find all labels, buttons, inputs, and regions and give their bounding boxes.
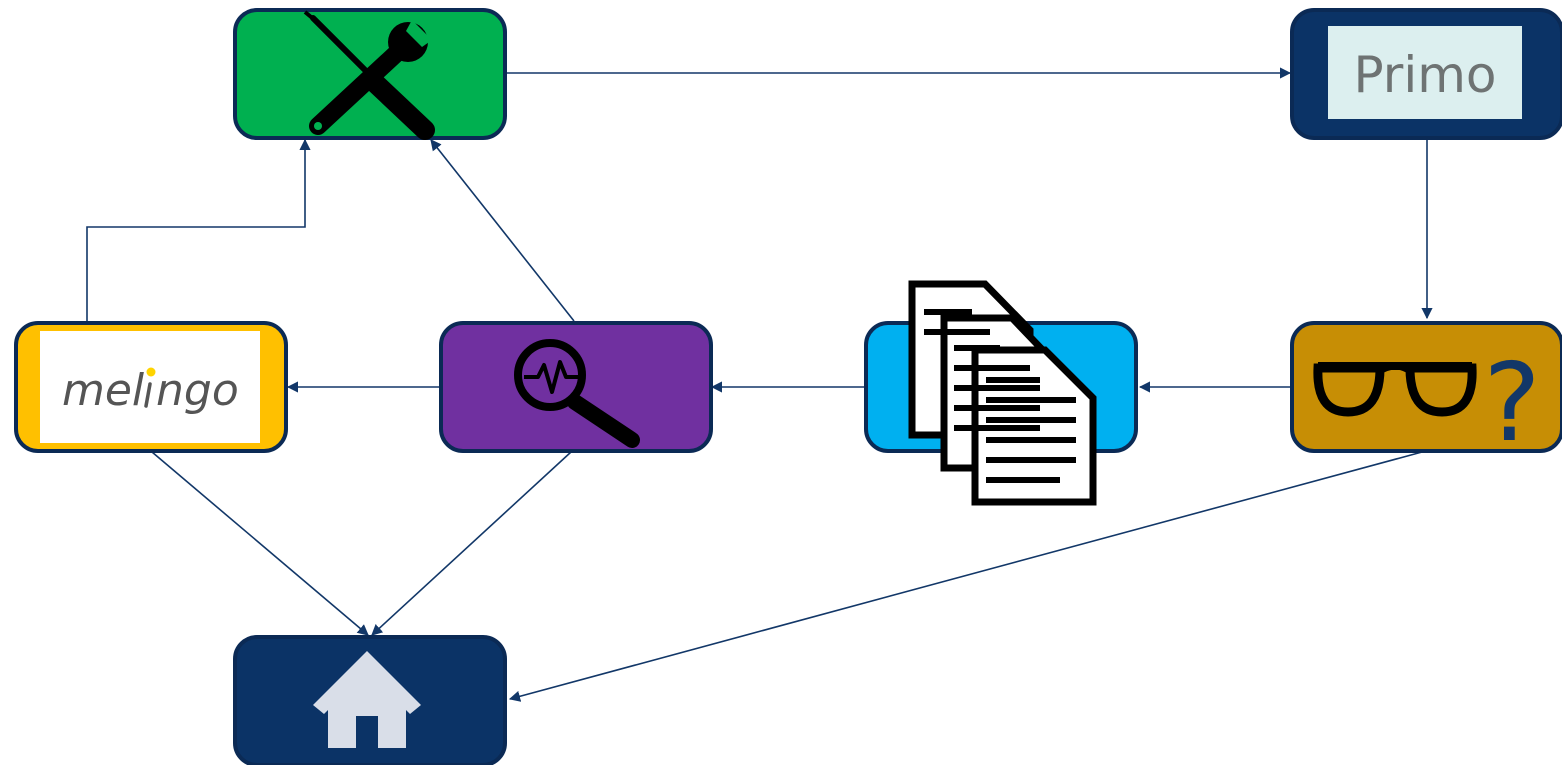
melingo-i-stem [144,382,152,408]
edge-analysis-to-tools [430,139,575,322]
melingo-label-part-2: ngo [156,365,239,416]
edges [86,67,1433,702]
edge-melingo-to-tools [86,138,311,321]
documents-icon [908,280,1097,506]
melingo-label-part-1: mel [62,365,145,416]
edge-reading-to-home [508,451,1423,702]
node-reading[interactable]: ? [1290,321,1562,466]
primo-label: Primo [1353,46,1496,104]
edge-analysis-to-home [371,451,572,636]
wrench-screwdriver-icon [303,10,435,140]
magnifier-pulse-icon [514,339,640,448]
node-tools[interactable] [233,8,507,140]
node-home[interactable] [233,635,507,765]
node-analysis[interactable] [439,321,713,453]
glasses-icon [1313,362,1477,417]
node-primo[interactable]: Primo [1290,8,1562,140]
melingo-i-dot [146,367,156,377]
node-documents[interactable] [864,280,1138,506]
home-icon [313,651,421,748]
question-mark: ? [1483,341,1540,466]
node-melingo[interactable]: mel ngo [14,321,288,453]
primo-logo [1328,26,1522,119]
edge-melingo-to-home [151,451,369,636]
